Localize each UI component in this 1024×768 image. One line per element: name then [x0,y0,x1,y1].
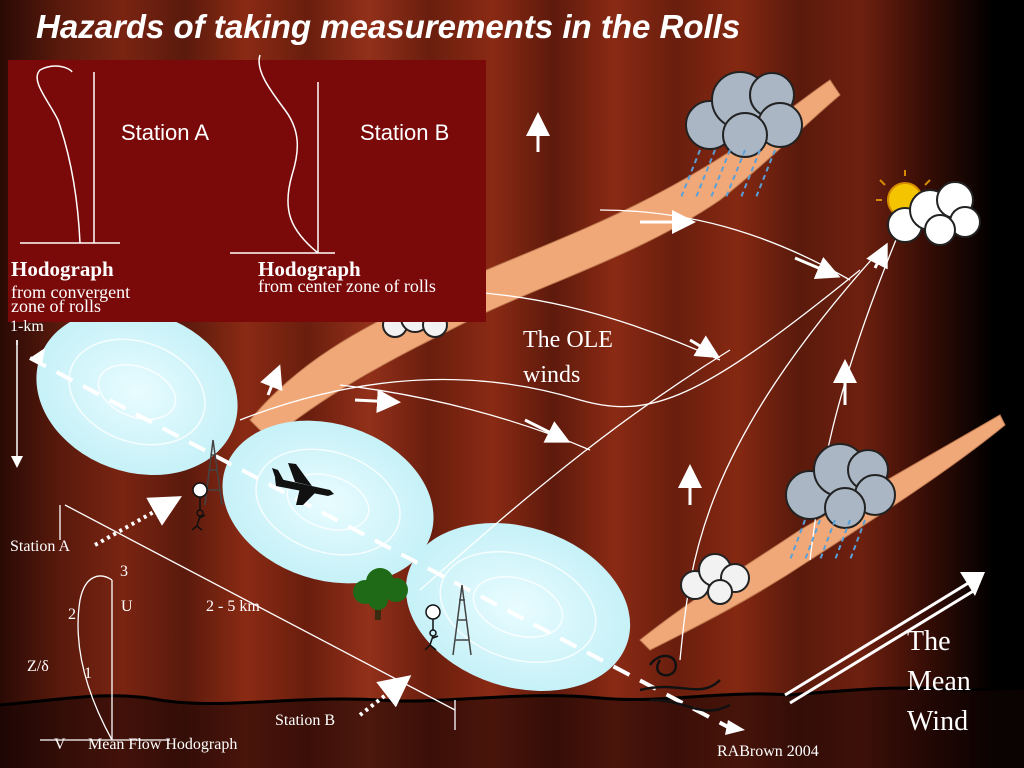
hodograph-v-label: V [54,736,66,753]
mean-flow-hodograph [40,575,170,741]
mean-wind-line1: The [907,626,951,657]
hodograph-left-line2: zone of rolls [11,296,101,316]
station-a-dotted-arrow [94,496,182,547]
tower-icon [452,584,472,656]
hodograph-point-3: 3 [120,563,128,580]
airplane-icon [272,463,334,505]
mean-wind-line3: Wind [907,706,969,737]
hodograph-right-line1: from center zone of rolls [258,276,436,296]
rain-cloud-icon [785,443,896,561]
rain-cloud-icon [679,71,803,201]
wind-arrows [260,112,888,505]
tree-icon [353,568,408,620]
roll-axis-dashed [29,356,731,730]
credit-label: RABrown 2004 [717,743,819,760]
hodograph-station-b-label: Station B [360,120,450,145]
sun-cloud-icon [876,170,981,246]
balloon-person-icon [191,482,208,531]
mean-wind-arrow [784,572,985,705]
roll-axis-arrowhead [725,720,745,735]
ground-line [0,686,1024,768]
ole-winds-line2: winds [523,362,581,388]
mean-flow-hodograph-caption: Mean Flow Hodograph [88,736,238,753]
mean-wind-line2: Mean [907,666,971,697]
roll-1 [36,308,238,476]
tower-icon [204,439,223,506]
hodograph-panel [8,60,486,322]
slide-title: Hazards of taking measurements in the Ro… [36,8,741,45]
distance-label: 2 - 5 km [206,598,260,615]
small-cloud-icon [680,553,750,605]
hodograph-left-title: Hodograph [11,257,114,281]
swirl-icon [639,654,731,712]
hodograph-station-a-label: Station A [121,120,210,145]
station-b-dotted-arrow [358,675,412,717]
hodograph-left-line1: from convergent [11,282,131,302]
hodograph-z-label: Z/δ [27,658,49,675]
balloon-person-icon [424,604,441,651]
hodograph-point-1: 1 [84,665,92,682]
roll-3 [405,523,631,691]
hodograph-right-title: Hodograph [258,257,361,281]
station-b-label: Station B [275,712,336,729]
station-a-label: Station A [10,538,71,555]
one-km-label: 1-km [10,318,44,335]
roll-axis-arrow-left [30,348,45,365]
hodograph-u-label: U [121,598,133,615]
ole-winds-line1: The OLE [523,327,613,353]
hodograph-point-2: 2 [68,606,76,623]
